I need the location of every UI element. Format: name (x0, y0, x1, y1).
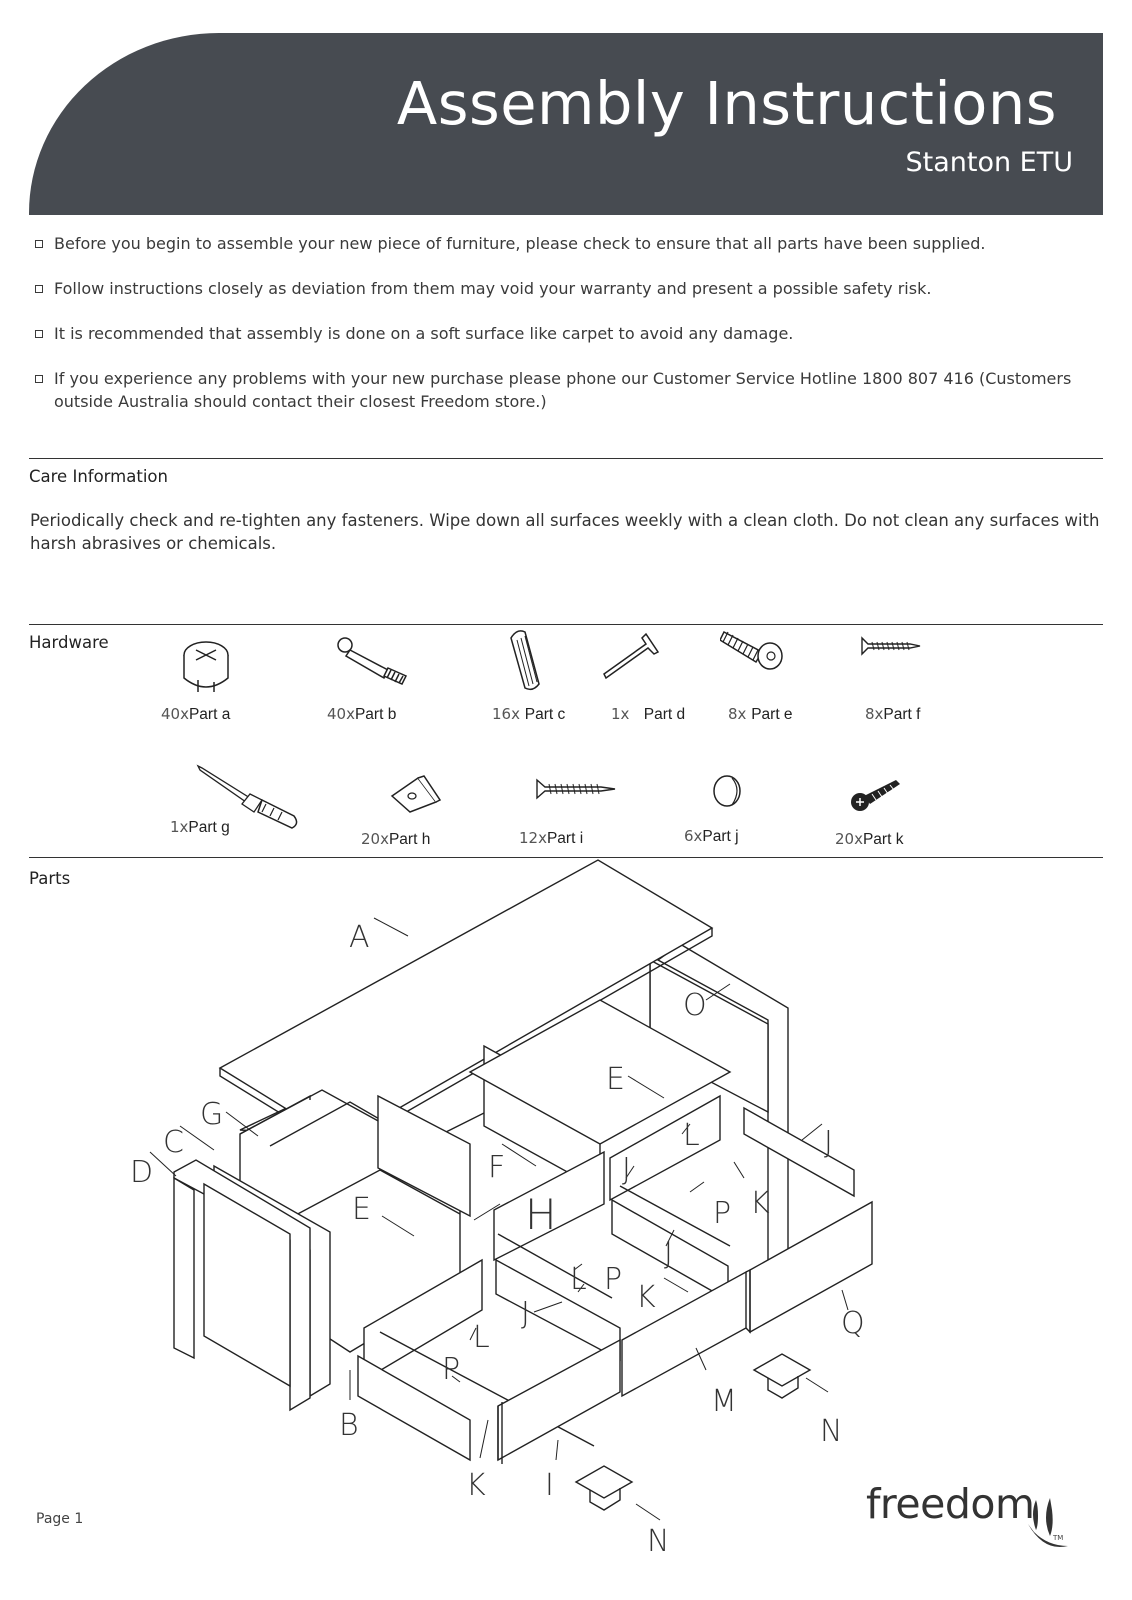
part-label-j: J (664, 1236, 673, 1271)
hardware-label: 1x Part d (611, 705, 686, 723)
part-label-g: G (200, 1097, 224, 1132)
hardware-label: 6xPart j (684, 827, 739, 845)
screw-icon (536, 778, 616, 800)
part-label-f: F (488, 1150, 506, 1185)
hardware-label: 16x Part c (492, 705, 566, 723)
part-label-i: I (545, 1468, 554, 1503)
hardware-label: 12xPart i (519, 829, 584, 847)
hardware-label: 8xPart f (865, 705, 921, 723)
exploded-diagram (149, 859, 873, 1521)
hardware-label: 8x Part e (728, 705, 793, 723)
part-label-k: K (466, 1468, 486, 1503)
list-item: Before you begin to assemble your new pi… (34, 232, 1114, 255)
part-label-q: Q (841, 1306, 865, 1341)
part-label-k: K (750, 1186, 770, 1221)
page-number: Page 1 (36, 1511, 84, 1527)
part-label-h: H (525, 1190, 557, 1239)
hardware-label: 40xPart b (327, 705, 397, 723)
part-label-n: N (647, 1524, 670, 1559)
page-title: Assembly Instructions (396, 69, 1057, 138)
list-item: If you experience any problems with your… (34, 367, 1114, 413)
screw-icon (861, 636, 921, 656)
part-label-e: E (352, 1192, 371, 1227)
care-text: Periodically check and re-tighten any fa… (30, 511, 1100, 553)
care-heading: Care Information (29, 467, 168, 486)
divider (29, 458, 1103, 459)
part-label-c: C (163, 1125, 184, 1160)
cam-lock-icon (183, 641, 229, 692)
header-banner: Assembly Instructions Stanton ETU (29, 33, 1103, 215)
part-label-p: P (442, 1352, 461, 1387)
part-label-d: D (130, 1155, 154, 1190)
logo-swoosh-icon (1028, 1498, 1068, 1548)
list-item: It is recommended that assembly is done … (34, 322, 1114, 345)
part-label-o: O (683, 988, 707, 1023)
list-item: Follow instructions closely as deviation… (34, 277, 1114, 300)
cam-bolt-icon (337, 637, 408, 685)
bolt-icon (720, 630, 783, 670)
hardware-label: 1xPart g (170, 818, 230, 836)
instruction-list: Before you begin to assemble your new pi… (34, 232, 1114, 435)
hardware-label: 20xPart h (361, 830, 431, 848)
part-label-l: L (683, 1118, 700, 1153)
part-label-j: J (622, 1152, 631, 1187)
parts-heading: Parts (29, 869, 71, 888)
wood-screw-icon (851, 780, 900, 811)
part-label-n: N (820, 1414, 843, 1449)
dowel-icon (510, 630, 540, 691)
part-label-l: L (473, 1320, 490, 1355)
part-label-j: J (824, 1125, 833, 1160)
part-label-e: E (606, 1062, 625, 1097)
divider (29, 857, 1103, 858)
brand-logo: freedom (866, 1480, 1035, 1528)
part-label-l: L (570, 1262, 587, 1297)
part-label-m: M (711, 1384, 737, 1419)
hardware-label: 20xPart k (835, 830, 904, 848)
part-label-k: K (636, 1280, 656, 1315)
part-label-a: A (349, 920, 370, 955)
screwdriver-icon (196, 764, 298, 829)
corner-block-icon (390, 775, 442, 813)
part-label-p: P (604, 1262, 623, 1297)
part-label-j: J (521, 1296, 530, 1331)
trademark: TM (1053, 1534, 1064, 1542)
part-label-p: P (713, 1196, 732, 1231)
hardware-label: 40xPart a (161, 705, 231, 723)
allen-key-icon (603, 632, 660, 680)
part-label-b: B (339, 1408, 359, 1443)
cover-cap-icon (713, 775, 741, 807)
divider (29, 624, 1103, 625)
hardware-heading: Hardware (29, 633, 109, 652)
product-name: Stanton ETU (905, 147, 1074, 178)
